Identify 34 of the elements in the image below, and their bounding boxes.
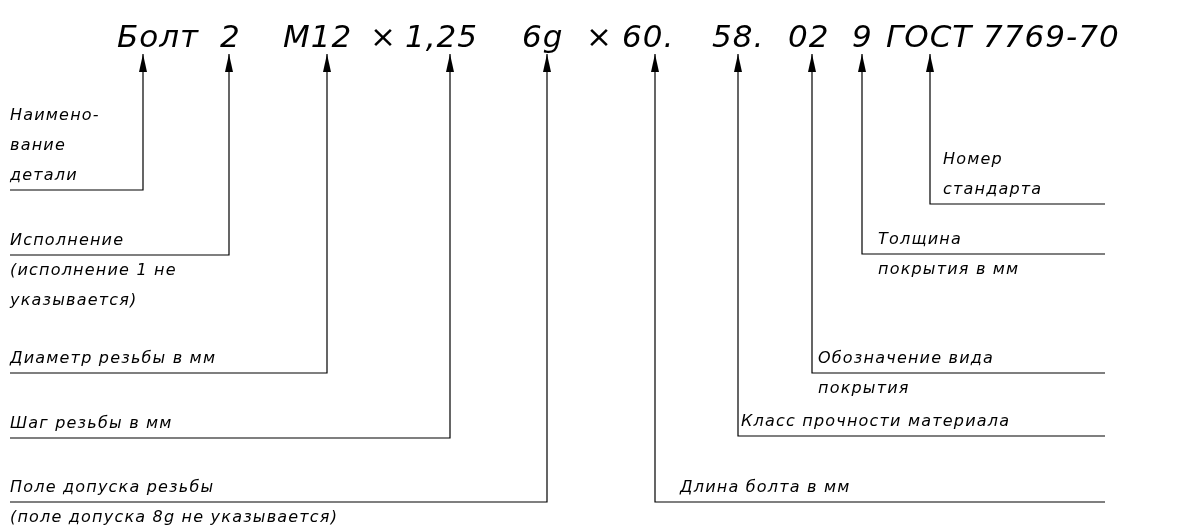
- designation-part: ГОСТ 7769-70: [886, 18, 1120, 54]
- designation-part: 58.: [712, 18, 765, 54]
- callout-text: Класс прочности материала: [741, 410, 1012, 432]
- callout-text: Шаг резьбы в мм: [10, 412, 174, 434]
- leader-line: [9, 53, 331, 374]
- leader-line: [9, 53, 233, 256]
- callout-text: Исполнение: [10, 229, 126, 251]
- callout-text: Толщина покрытия в мм: [878, 228, 1021, 280]
- designation-part: Болт: [117, 18, 200, 54]
- designation-part: 02: [788, 18, 830, 54]
- callout-note: (исполнение 1 не указывается): [10, 259, 178, 311]
- designation-part: 60.: [622, 18, 675, 54]
- leader-line: [651, 53, 1106, 503]
- designation-part: М12: [283, 18, 353, 54]
- multiplication-sign: ×: [370, 18, 397, 54]
- callout-text: Диаметр резьбы в мм: [10, 347, 218, 369]
- designation-part: 2: [220, 18, 241, 54]
- leader-line: [926, 53, 1106, 205]
- leader-line: [808, 53, 1106, 374]
- callout-text: Обозначение вида покрытия: [818, 347, 995, 399]
- leader-line: [9, 53, 454, 439]
- designation-part: 6g: [522, 18, 564, 54]
- leader-line: [858, 53, 1106, 255]
- designation-part: 9: [852, 18, 873, 54]
- leader-line: [9, 53, 147, 191]
- multiplication-sign: ×: [586, 18, 613, 54]
- callout-note: (поле допуска 8g не указывается): [10, 506, 340, 528]
- callout-text: Номер стандарта: [943, 148, 1044, 200]
- callout-text: Наимено- вание детали: [10, 104, 101, 186]
- leader-line: [734, 53, 1106, 437]
- callout-text: Длина болта в мм: [680, 476, 852, 498]
- designation-part: 1,25: [405, 18, 479, 54]
- leader-line: [9, 53, 551, 503]
- callout-text: Поле допуска резьбы: [10, 476, 216, 498]
